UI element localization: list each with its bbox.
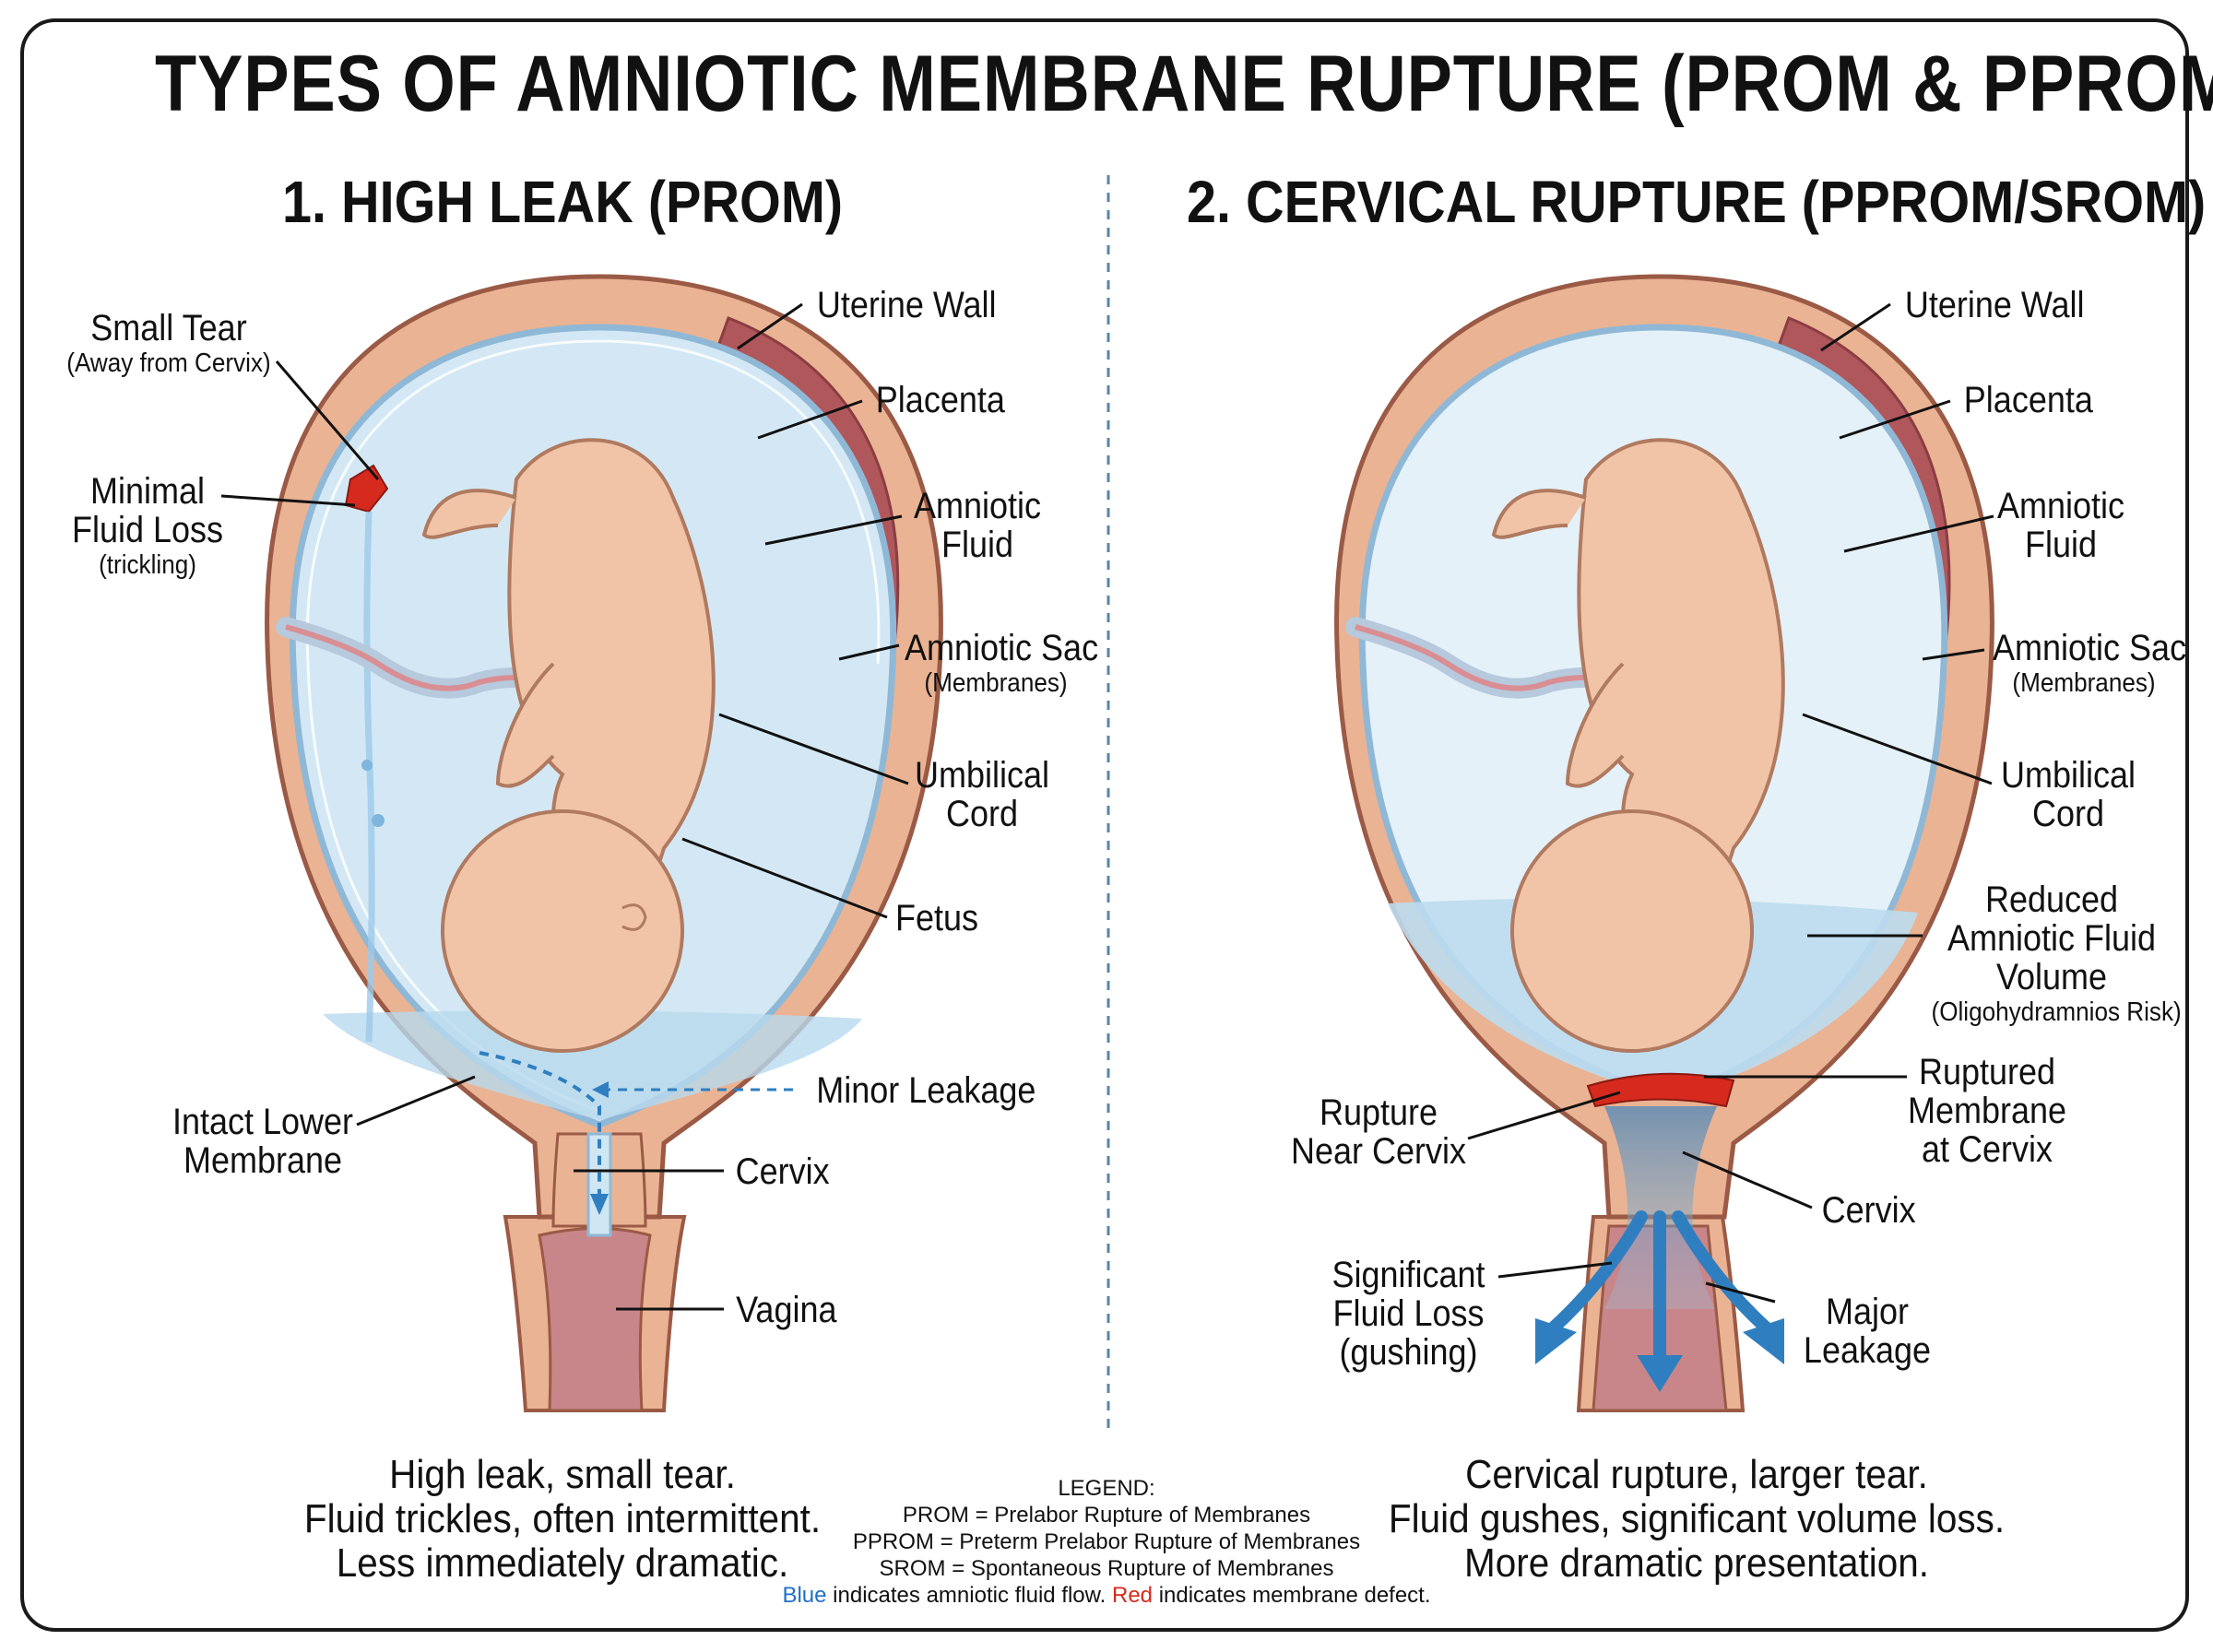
label-amniotic-sac-right: Amniotic Sac (Membranes): [1993, 628, 2187, 698]
label-placenta-right: Placenta: [1963, 380, 2093, 420]
label-vagina: Vagina: [736, 1290, 837, 1330]
label-significant-fluid-loss: Significant Fluid Loss (gushing): [1331, 1255, 1485, 1373]
label-uterine-wall-right: Uterine Wall: [1904, 285, 2085, 325]
label-reduced-fluid-volume: Reduced Amniotic Fluid Volume (Oligohydr…: [1931, 879, 2182, 1027]
label-fetus: Fetus: [895, 898, 979, 938]
left-vagina: [538, 1227, 652, 1412]
label-amniotic-fluid-right: Amniotic Fluid: [1996, 486, 2125, 565]
right-uterus: [1334, 274, 1994, 1412]
label-intact-lower-membrane: Intact Lower Membrane: [172, 1102, 354, 1181]
label-amniotic-fluid-left: Amniotic Fluid: [913, 486, 1042, 565]
label-umbilical-cord-left: Umbilical Cord: [914, 755, 1050, 834]
label-major-leakage: Major Leakage: [1803, 1292, 1932, 1371]
label-minor-leakage: Minor Leakage: [816, 1070, 1036, 1111]
legend-heading: LEGEND:: [1058, 1476, 1155, 1501]
legend-srom: SROM = Spontaneous Rupture of Membranes: [879, 1556, 1334, 1581]
label-ruptured-membrane: Ruptured Membrane at Cervix: [1907, 1052, 2067, 1170]
label-umbilical-cord-right: Umbilical Cord: [2000, 755, 2136, 834]
right-fetus: [1491, 438, 1785, 1053]
right-ruptured-membrane: [1586, 1072, 1735, 1108]
legend: LEGEND: PROM = Prelabor Rupture of Membr…: [738, 1475, 1475, 1609]
left-summary: High leak, small tear. Fluid trickles, o…: [303, 1452, 822, 1586]
label-cervix-left: Cervix: [735, 1151, 830, 1192]
label-rupture-near-cervix: Rupture Near Cervix: [1290, 1092, 1467, 1172]
legend-prom: PROM = Prelabor Rupture of Membranes: [902, 1503, 1311, 1528]
legend-color-key: Blue indicates amniotic fluid flow. Red …: [782, 1583, 1431, 1608]
left-fetus: [421, 438, 716, 1053]
right-panel-title: 2. CERVICAL RUPTURE (PPROM/SROM): [1187, 169, 2207, 235]
diagram-frame: [20, 18, 2189, 1632]
right-leader-lines: [1467, 302, 1994, 1304]
label-uterine-wall-left: Uterine Wall: [816, 285, 997, 325]
label-cervix-right: Cervix: [1821, 1190, 1916, 1231]
label-minimal-fluid-loss: Minimal Fluid Loss (trickling): [71, 471, 224, 580]
legend-pprom: PPROM = Preterm Prelabor Rupture of Memb…: [852, 1529, 1361, 1554]
label-placenta-left: Placenta: [875, 380, 1005, 420]
right-summary: Cervical rupture, larger tear. Fluid gus…: [1388, 1452, 2006, 1586]
label-amniotic-sac-left: Amniotic Sac (Membranes): [905, 628, 1099, 698]
left-panel-title: 1. HIGH LEAK (PROM): [281, 169, 844, 235]
label-small-tear: Small Tear (Away from Cervix): [66, 308, 271, 378]
left-leader-lines: [220, 302, 909, 1311]
left-minor-leakage-path: [479, 1051, 601, 1198]
right-gush-arrows: [1547, 1210, 1772, 1371]
left-trickle: [363, 511, 375, 1043]
left-uterus: [265, 274, 943, 1412]
left-cervix-canal: [586, 1132, 612, 1237]
main-title: TYPES OF AMNIOTIC MEMBRANE RUPTURE (PROM…: [155, 40, 2213, 128]
